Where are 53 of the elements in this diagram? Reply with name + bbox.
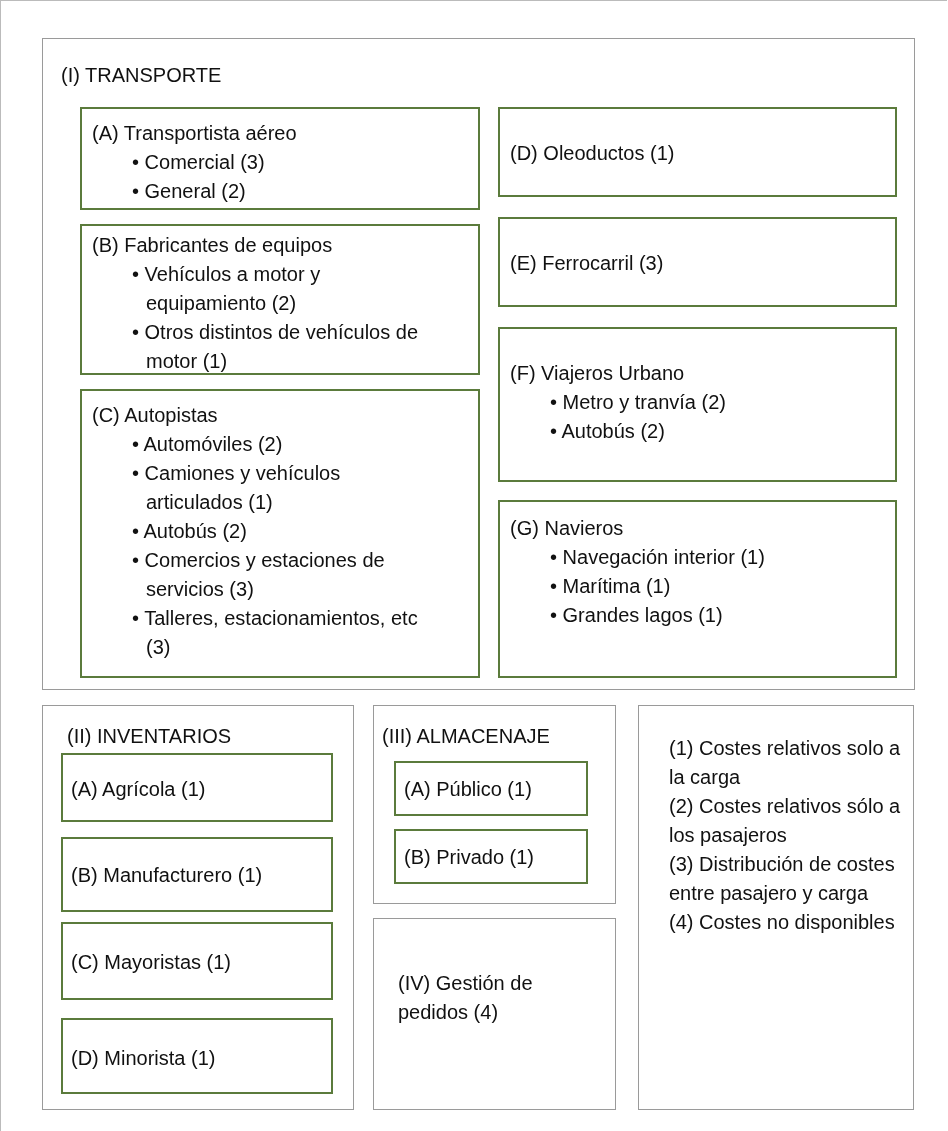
box-heading: (B) Manufacturero (1) — [71, 863, 264, 888]
category-box — [498, 327, 897, 482]
bullet-item: • Comercial (3) — [132, 150, 266, 175]
bullet-item: • Camiones y vehículos articulados (1) — [132, 461, 342, 515]
category-box — [61, 1018, 333, 1094]
category-box — [498, 217, 897, 307]
box-heading: (C) Mayoristas (1) — [71, 950, 232, 975]
box-heading: (E) Ferrocarril (3) — [510, 251, 665, 276]
box-heading: (C) Autopistas — [92, 403, 219, 428]
category-box — [498, 500, 897, 678]
bullet-item: • Automóviles (2) — [132, 432, 284, 457]
footnote-text: (4) Costes no disponibles — [669, 910, 896, 935]
category-box — [80, 224, 480, 375]
box-heading: (B) Fabricantes de equipos — [92, 233, 334, 258]
bullet-item: • Marítima (1) — [550, 574, 672, 599]
box-heading: (D) Minorista (1) — [71, 1046, 217, 1071]
category-box — [61, 837, 333, 912]
box-heading: (A) Público (1) — [404, 777, 533, 802]
bullet-item: • Vehículos a motor y equipamiento (2) — [132, 262, 322, 316]
box-heading: (G) Navieros — [510, 516, 625, 541]
panel-heading: (I) TRANSPORTE — [61, 63, 223, 88]
panel-heading: (II) INVENTARIOS — [67, 724, 233, 749]
bullet-item: • Comercios y estaciones de servicios (3) — [132, 548, 386, 602]
bullet-item: • Talleres, estacionamientos, etc (3) — [132, 606, 419, 660]
footnote-text: (1) Costes relativos solo a la carga — [669, 736, 902, 790]
bullet-item: • Metro y tranvía (2) — [550, 390, 727, 415]
footnote-text: (3) Distribución de costes entre pasajero y carga — [669, 852, 896, 906]
category-box — [80, 107, 480, 210]
panel-heading: (III) ALMACENAJE — [382, 724, 551, 749]
category-panel — [42, 38, 915, 690]
bullet-item: • General (2) — [132, 179, 247, 204]
footnote-text: (2) Costes relativos sólo a los pasajeros — [669, 794, 902, 848]
category-box — [394, 829, 588, 884]
box-heading: (A) Agrícola (1) — [71, 777, 207, 802]
category-panel — [42, 705, 354, 1110]
box-heading: (IV) Gestión de pedidos (4) — [398, 971, 534, 1025]
bullet-item: • Grandes lagos (1) — [550, 603, 724, 628]
category-box — [61, 922, 333, 1000]
bullet-item: • Otros distintos de vehículos de motor (1) — [132, 320, 420, 374]
category-panel — [373, 918, 616, 1110]
box-heading: (F) Viajeros Urbano — [510, 361, 686, 386]
category-box — [80, 389, 480, 678]
box-heading: (B) Privado (1) — [404, 845, 536, 870]
bullet-item: • Autobús (2) — [132, 519, 248, 544]
category-panel — [638, 705, 914, 1110]
box-heading: (A) Transportista aéreo — [92, 121, 298, 146]
category-box — [394, 761, 588, 816]
category-box — [498, 107, 897, 197]
bullet-item: • Navegación interior (1) — [550, 545, 766, 570]
box-heading: (D) Oleoductos (1) — [510, 141, 676, 166]
category-panel — [373, 705, 616, 904]
category-box — [61, 753, 333, 822]
bullet-item: • Autobús (2) — [550, 419, 666, 444]
